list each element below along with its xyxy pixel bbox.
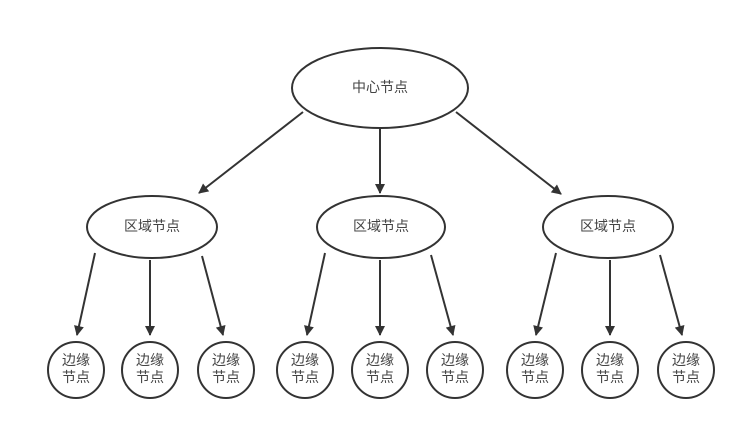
node-edge-7: 边缘节点: [506, 341, 564, 399]
connector-region-2-to-edge-6: [430, 254, 456, 336]
node-label: 边缘节点: [212, 353, 240, 386]
node-edge-8: 边缘节点: [581, 341, 639, 399]
node-edge-3: 边缘节点: [197, 341, 255, 399]
node-edge-5: 边缘节点: [351, 341, 409, 399]
node-edge-1: 边缘节点: [47, 341, 105, 399]
node-label: 边缘节点: [521, 353, 549, 386]
ellipse-shape: [86, 195, 218, 259]
node-label: 边缘节点: [596, 353, 624, 386]
node-label: 区域节点: [124, 219, 180, 235]
node-region-1: 区域节点: [86, 195, 218, 259]
ellipse-shape: [291, 47, 469, 129]
circle-shape: [657, 341, 715, 399]
connector-center-to-region-3: [455, 111, 562, 195]
node-region-3: 区域节点: [542, 195, 674, 259]
circle-shape: [197, 341, 255, 399]
node-center: 中心节点: [291, 47, 469, 129]
node-edge-9: 边缘节点: [657, 341, 715, 399]
node-label: 区域节点: [353, 219, 409, 235]
node-edge-2: 边缘节点: [121, 341, 179, 399]
circle-shape: [426, 341, 484, 399]
connector-region-2-to-edge-4: [304, 252, 326, 336]
circle-shape: [276, 341, 334, 399]
connector-region-3-to-edge-9: [659, 254, 685, 336]
circle-shape: [121, 341, 179, 399]
node-edge-4: 边缘节点: [276, 341, 334, 399]
node-label: 边缘节点: [366, 353, 394, 386]
circle-shape: [351, 341, 409, 399]
circle-shape: [581, 341, 639, 399]
connector-region-1-to-edge-1: [74, 252, 96, 336]
node-edge-6: 边缘节点: [426, 341, 484, 399]
node-label: 中心节点: [352, 80, 408, 96]
connector-region-1-to-edge-3: [201, 255, 226, 336]
node-label: 边缘节点: [291, 353, 319, 386]
circle-shape: [506, 341, 564, 399]
connector-region-3-to-edge-7: [533, 252, 557, 336]
ellipse-shape: [542, 195, 674, 259]
node-label: 边缘节点: [672, 353, 700, 386]
circle-shape: [47, 341, 105, 399]
connector-center-to-region-1: [198, 111, 304, 194]
node-label: 边缘节点: [441, 353, 469, 386]
ellipse-shape: [316, 195, 446, 259]
node-region-2: 区域节点: [316, 195, 446, 259]
node-label: 边缘节点: [136, 353, 164, 386]
node-label: 区域节点: [580, 219, 636, 235]
node-label: 边缘节点: [62, 353, 90, 386]
